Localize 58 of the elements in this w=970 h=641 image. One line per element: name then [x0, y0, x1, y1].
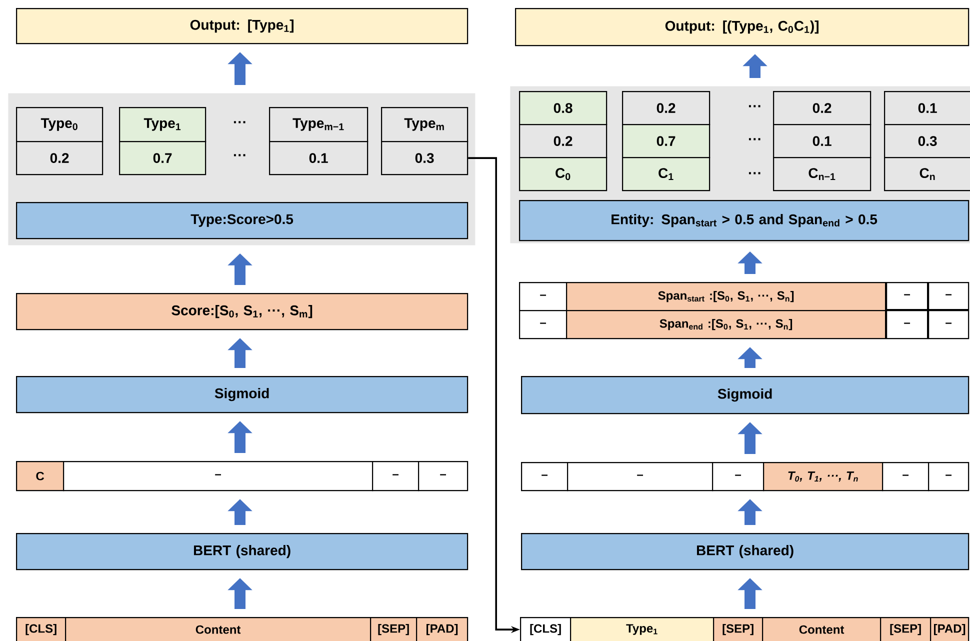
table-cell: C$_{n−1}$: [773, 157, 872, 192]
token-cell: T$_{0}$, T$_{1}$, ···, T$_{n}$: [763, 462, 884, 492]
token-cell: –: [928, 310, 970, 340]
token-cell: [PAD]: [416, 617, 468, 641]
token-cell: [SEP]: [713, 617, 764, 641]
token-cell: –: [928, 282, 970, 310]
layer-box: Sigmoid: [16, 376, 468, 414]
token-cell: –: [521, 462, 568, 492]
ellipsis: ···: [748, 138, 760, 140]
token-cell: [CLS]: [16, 617, 66, 641]
table-cell: 0.2: [622, 91, 710, 126]
table-cell: 0.1: [269, 141, 368, 176]
token-cell: –: [519, 310, 568, 340]
token-cell: C: [16, 461, 64, 492]
ellipsis: ···: [748, 172, 760, 174]
token-cell: –: [519, 282, 568, 312]
ellipsis: ···: [234, 154, 246, 156]
token-cell: –: [882, 462, 930, 492]
token-cell: Span$_{start}$ :[S$_{0}$, S$_{1}$, ···, S$_{n}$]: [566, 282, 886, 312]
table-cell: Type$_{m−1}$: [269, 107, 368, 142]
table-cell: 0.2: [16, 141, 104, 176]
token-cell: –: [928, 462, 970, 492]
table-cell: C$_{n}$: [884, 157, 970, 192]
table-cell: 0.3: [884, 124, 970, 158]
layer-box: Entity: Span$_{start}$ > 0.5 and Span$_{end}$ > 0.5: [519, 200, 970, 242]
layer-box: Sigmoid: [521, 376, 970, 414]
table-cell: 0.1: [773, 124, 872, 158]
ellipsis: ···: [234, 121, 246, 124]
token-cell: [SEP]: [880, 617, 932, 641]
token-cell: Span$_{end}$ :[S$_{0}$, S$_{1}$, ···, S$_{n}$]: [566, 310, 886, 340]
table-cell: 0.2: [773, 91, 872, 126]
layer-box: BERT (shared): [16, 533, 468, 570]
token-cell: –: [418, 461, 468, 492]
table-cell: Type$_{0}$: [16, 107, 104, 142]
token-cell: [PAD]: [930, 617, 970, 641]
token-cell: –: [886, 282, 928, 310]
table-cell: Type$_{1}$: [119, 107, 206, 142]
layer-box: BERT (shared): [521, 533, 970, 570]
output-box: Output: [Type$_{1}$]: [16, 8, 468, 44]
table-cell: Type$_{m}$: [381, 107, 468, 142]
table-cell: 0.7: [119, 141, 206, 176]
token-cell: –: [712, 462, 764, 492]
token-cell: [CLS]: [520, 617, 572, 641]
output-box: Output: [(Type$_{1}$, C$_{0}$C$_{1}$)]: [515, 8, 970, 46]
table-cell: C$_{1}$: [622, 157, 710, 192]
token-cell: [SEP]: [370, 617, 418, 641]
table-cell: 0.7: [622, 124, 710, 158]
table-cell: 0.8: [519, 91, 608, 126]
token-cell: Type$_{1}$: [570, 617, 714, 641]
token-cell: –: [372, 461, 420, 492]
table-cell: 0.1: [884, 91, 970, 126]
layer-box: Type:Score>0.5: [16, 202, 468, 240]
table-cell: 0.2: [519, 124, 608, 158]
table-cell: 0.3: [381, 141, 468, 176]
table-cell: C$_{0}$: [519, 157, 608, 192]
ellipsis: ···: [748, 105, 760, 108]
token-cell: –: [886, 310, 928, 340]
output-box: Score:[S$_{0}$, S$_{1}$, ···, S$_{m}$]: [16, 293, 468, 330]
